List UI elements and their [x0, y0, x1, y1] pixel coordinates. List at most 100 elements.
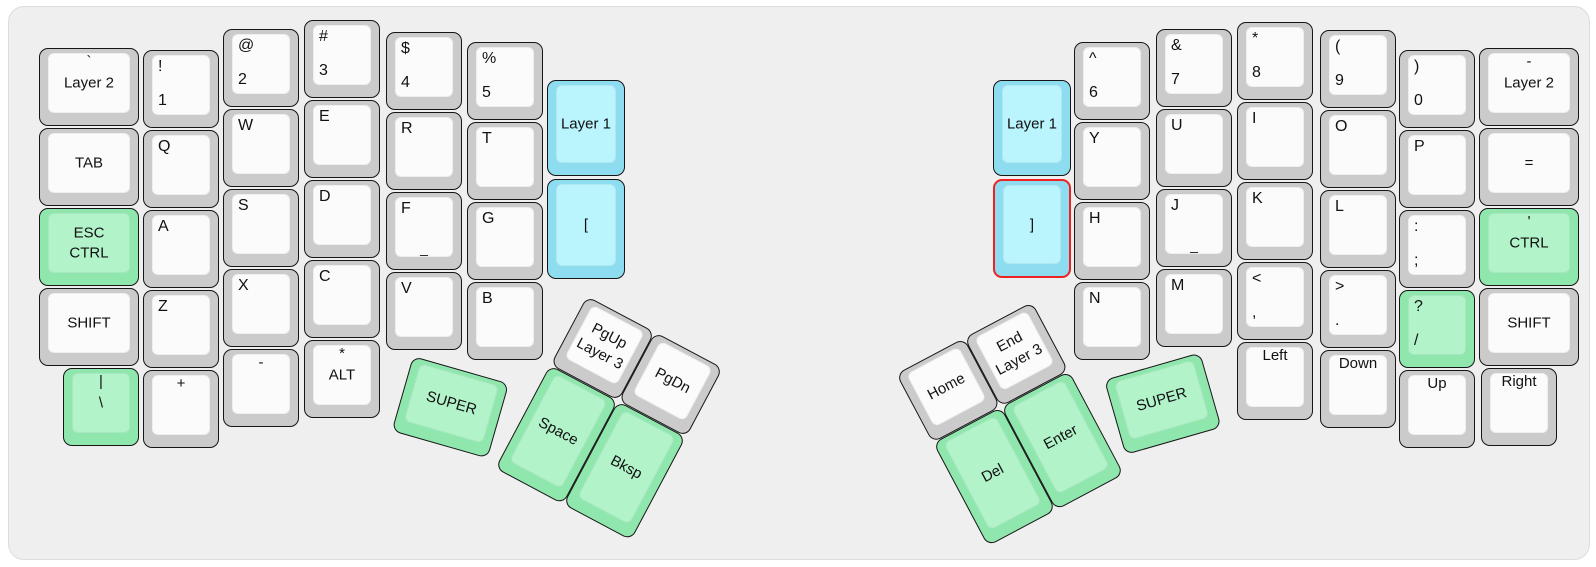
keycap-top: [ [556, 184, 616, 266]
key-equals[interactable]: = [1479, 128, 1579, 206]
key-t[interactable]: T [467, 122, 543, 200]
key-v[interactable]: V [386, 272, 462, 350]
key-arrow-down[interactable]: Down [1320, 350, 1396, 428]
keycap-top: PgDn [632, 340, 713, 422]
key-label: PgDn [652, 364, 694, 398]
key-g[interactable]: G [467, 202, 543, 280]
key-shift-right[interactable]: SHIFT [1479, 288, 1579, 366]
key-paren-9[interactable]: (9 [1320, 30, 1396, 108]
key-label: \ [98, 394, 104, 412]
key-l[interactable]: L [1320, 190, 1396, 268]
key-dollar-4[interactable]: $4 [386, 32, 462, 110]
key-quote-ctrl[interactable]: 'CTRL [1479, 208, 1579, 286]
key-label: SHIFT [67, 314, 111, 332]
key-s[interactable]: S [223, 189, 299, 267]
key-n[interactable]: N [1074, 282, 1150, 360]
key-plus[interactable]: + [143, 370, 219, 448]
key-hash-3[interactable]: #3 [304, 20, 380, 98]
key-pipe-backslash[interactable]: |\ [63, 368, 139, 446]
key-label: B [482, 290, 493, 307]
keycap-top: SUPER [1114, 359, 1210, 441]
key-label: 0 [1414, 91, 1423, 109]
keycap-top: + [152, 375, 210, 435]
key-label: : [1414, 218, 1419, 235]
keycap-top: -Layer 2 [1488, 53, 1570, 113]
key-star-8[interactable]: *8 [1237, 22, 1313, 100]
keycap-top: U [1165, 114, 1223, 174]
key-question-slash[interactable]: ?/ [1399, 290, 1475, 368]
key-label: [ [583, 216, 589, 234]
key-star-alt[interactable]: *ALT [304, 340, 380, 418]
keycap-top: *ALT [313, 345, 371, 405]
key-esc-ctrl[interactable]: ESC CTRL [39, 208, 139, 286]
key-arrow-left[interactable]: Left [1237, 342, 1313, 420]
key-paren-0[interactable]: )0 [1399, 50, 1475, 128]
key-arrow-right[interactable]: Right [1481, 368, 1557, 446]
key-label: 2 [238, 70, 247, 88]
key-e[interactable]: E [304, 100, 380, 178]
key-minus-layer2[interactable]: -Layer 2 [1479, 48, 1579, 126]
key-f[interactable]: F_ [386, 192, 462, 270]
key-y[interactable]: Y [1074, 122, 1150, 200]
keycap-top: F_ [395, 197, 453, 257]
key-i[interactable]: I [1237, 102, 1313, 180]
key-percent-5[interactable]: %5 [467, 42, 543, 120]
key-b[interactable]: B [467, 282, 543, 360]
key-label: Bksp [607, 451, 646, 483]
key-r[interactable]: R [386, 112, 462, 190]
key-z[interactable]: Z [143, 290, 219, 368]
key-label: . [1335, 311, 1340, 329]
key-h[interactable]: H [1074, 202, 1150, 280]
key-label: 5 [482, 83, 491, 101]
key-label: V [401, 280, 412, 297]
key-lbracket[interactable]: [ [547, 179, 625, 279]
key-label: H [1089, 210, 1101, 227]
key-label: _ [1190, 237, 1198, 254]
key-p[interactable]: P [1399, 130, 1475, 208]
key-d[interactable]: D [304, 180, 380, 258]
key-q[interactable]: Q [143, 130, 219, 208]
key-label: Home [924, 369, 968, 404]
key-m[interactable]: M [1156, 269, 1232, 347]
key-grave-layer2[interactable]: `Layer 2 [39, 48, 139, 126]
key-label: N [1089, 290, 1101, 307]
keycap-top: SUPER [403, 363, 500, 444]
keycap-top: @2 [232, 34, 290, 94]
key-label: @ [238, 37, 255, 54]
key-super-right[interactable]: SUPER [1104, 352, 1222, 455]
key-label: > [1335, 278, 1345, 295]
key-rbracket[interactable]: ] [993, 179, 1071, 278]
keycap-top: B [476, 287, 534, 347]
key-colon-semicolon[interactable]: :; [1399, 210, 1475, 288]
key-amp-7[interactable]: &7 [1156, 29, 1232, 107]
key-arrow-up[interactable]: Up [1399, 370, 1475, 448]
key-k[interactable]: K [1237, 182, 1313, 260]
key-shift-left[interactable]: SHIFT [39, 288, 139, 366]
key-super-left[interactable]: SUPER [391, 356, 510, 459]
key-comma[interactable]: <, [1237, 262, 1313, 340]
key-at-2[interactable]: @2 [223, 29, 299, 107]
key-o[interactable]: O [1320, 110, 1396, 188]
key-exclaim-1[interactable]: !1 [143, 50, 219, 128]
key-a[interactable]: A [143, 210, 219, 288]
key-layer1-left[interactable]: Layer 1 [547, 80, 625, 176]
key-label: Space [535, 413, 582, 449]
key-label: 9 [1335, 71, 1344, 89]
key-label: ; [1414, 251, 1419, 269]
keycap-top: N [1083, 287, 1141, 347]
key-tab[interactable]: TAB [39, 128, 139, 206]
key-period[interactable]: >. [1320, 270, 1396, 348]
key-minus-left[interactable]: - [223, 349, 299, 427]
keycap-top: %5 [476, 47, 534, 107]
key-c[interactable]: C [304, 260, 380, 338]
key-label: , [1252, 303, 1257, 321]
keycap-top: X [232, 274, 290, 334]
key-label: ESC CTRL [69, 224, 109, 262]
key-j[interactable]: J_ [1156, 189, 1232, 267]
keycap-top: SHIFT [48, 293, 130, 353]
key-x[interactable]: X [223, 269, 299, 347]
key-w[interactable]: W [223, 109, 299, 187]
key-u[interactable]: U [1156, 109, 1232, 187]
key-caret-6[interactable]: ^6 [1074, 42, 1150, 120]
key-layer1-right[interactable]: Layer 1 [993, 80, 1071, 176]
